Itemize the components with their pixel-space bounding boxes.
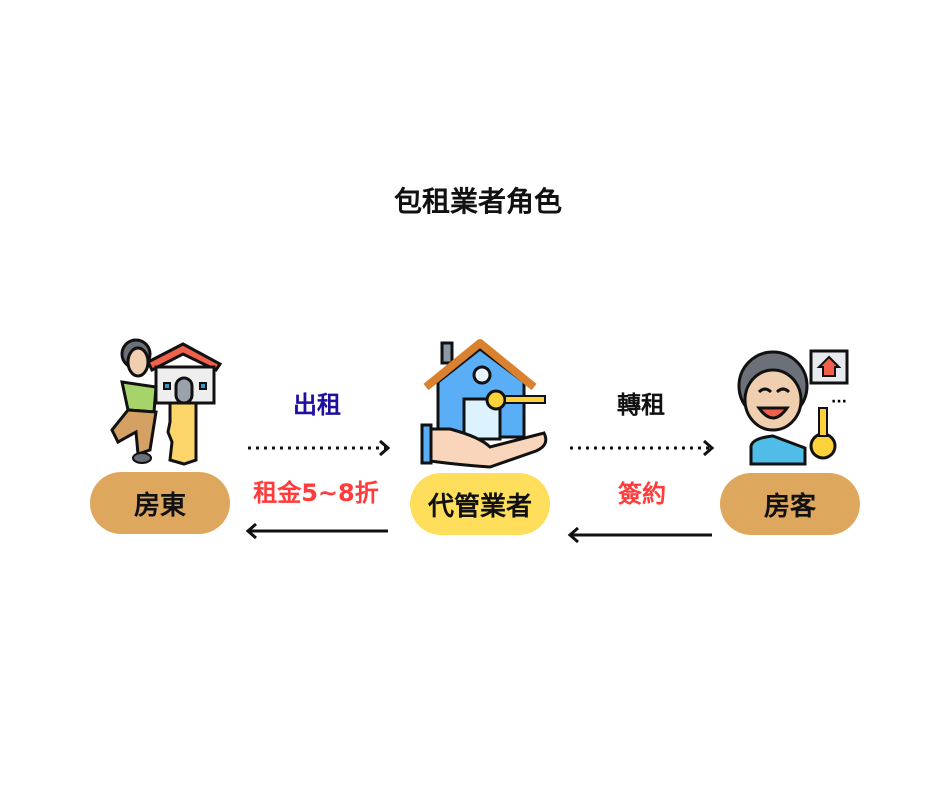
tenant-node: 房客 xyxy=(720,473,860,535)
svg-text:···: ··· xyxy=(831,394,847,410)
landlord-node: 房東 xyxy=(90,472,230,534)
sublease-label: 轉租 xyxy=(617,391,665,419)
house-key-hand-icon xyxy=(420,339,548,469)
sign-contract-label: 簽約 xyxy=(618,480,666,508)
diagram-title: 包租業者角色 xyxy=(393,185,562,218)
lease-out-label: 出租 xyxy=(293,391,341,419)
manager-node: 代管業者 xyxy=(410,473,550,535)
rent-discount-label: 租金5~8折 xyxy=(253,479,379,507)
landlord-icon xyxy=(110,338,223,466)
tenant-key-icon: ··· xyxy=(737,349,849,466)
